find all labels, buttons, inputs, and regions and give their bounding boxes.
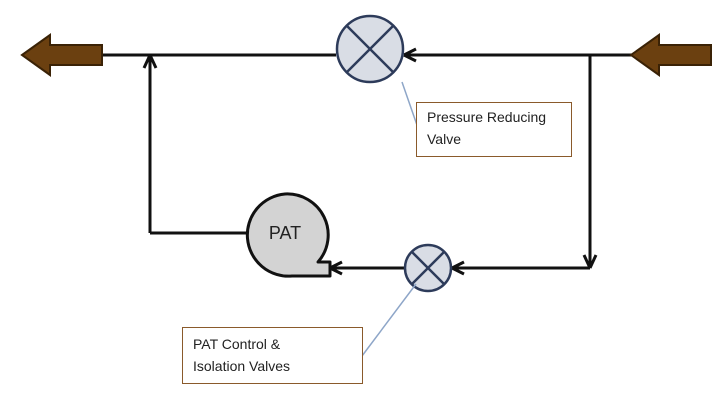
control-label-line2: Isolation Valves (193, 358, 291, 374)
arrowhead-into-control-valve (451, 260, 465, 276)
arrowhead-into-pat (329, 260, 343, 276)
control-label-line1: PAT Control & (193, 336, 281, 352)
pat-label: PAT (268, 223, 302, 243)
arrowhead-branch-down (582, 254, 598, 269)
prv-leader-line (401, 81, 419, 129)
control-valve-icon (403, 243, 453, 293)
inlet-flow-arrow-icon (629, 33, 712, 77)
control-valve-leader-line (361, 283, 417, 357)
arrowhead-return-up (142, 54, 158, 69)
prv-label-line1: Pressure Reducing (427, 109, 547, 125)
outlet-flow-arrow-icon (20, 33, 103, 77)
pressure-reducing-valve-icon (335, 14, 405, 84)
control-valve-callout: PAT Control & Isolation Valves (182, 327, 363, 384)
pat-icon (245, 192, 332, 278)
prv-label-line2: Valve (427, 131, 461, 147)
prv-callout: Pressure Reducing Valve (416, 102, 572, 157)
arrowhead-into-prv (403, 47, 417, 63)
